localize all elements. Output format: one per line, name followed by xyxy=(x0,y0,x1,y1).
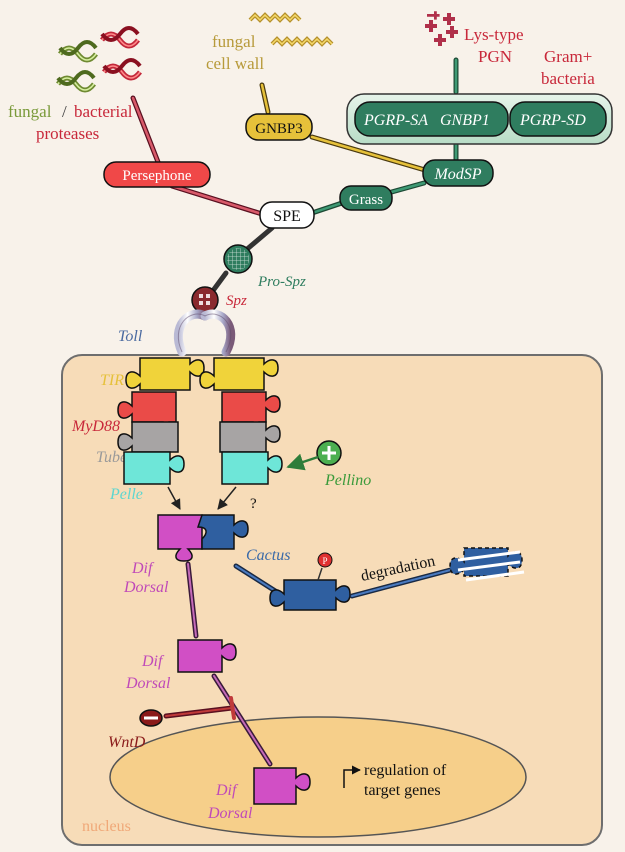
tir-right-piece xyxy=(199,357,279,391)
label-toll: Toll xyxy=(118,328,143,345)
label-pelle: Pelle xyxy=(109,486,143,503)
label-tube: Tube xyxy=(96,449,127,466)
connector-prospz-spz xyxy=(209,270,229,295)
label-gnbp3: GNBP3 xyxy=(255,121,303,137)
label-pro-spz: Pro-Spz xyxy=(257,274,306,290)
modsp-pill xyxy=(422,159,494,187)
label-nucleus: nucleus xyxy=(82,818,131,835)
label-dif-1: Dif xyxy=(131,560,155,577)
label-question: ? xyxy=(250,496,257,512)
tir-left-piece xyxy=(125,357,205,391)
cactus-complex-piece xyxy=(196,514,249,550)
label-spz: Spz xyxy=(226,293,247,309)
tube-left-piece xyxy=(117,421,179,453)
label-tir: TIR xyxy=(100,372,124,389)
label-spe: SPE xyxy=(273,208,301,225)
label-pgrp-sd: PGRP-SD xyxy=(519,112,586,129)
label-dif-2: Dif xyxy=(141,653,165,670)
pgrp-sd-pill xyxy=(509,101,607,137)
pgn-cross-icon xyxy=(425,11,458,46)
label-fungal-proteases-fungal: fungal xyxy=(8,102,52,121)
pgrp-sa-gnbp1-pill xyxy=(354,101,509,137)
dif-dorsal-complex-piece xyxy=(157,514,203,562)
arrow-pelle-right xyxy=(217,486,237,510)
pelle-left-piece xyxy=(123,451,185,485)
grass-pill xyxy=(339,185,393,211)
label-modsp: ModSP xyxy=(433,166,481,183)
label-fungal-cell-wall-line2: cell wall xyxy=(206,54,264,73)
label-gram-line2: bacteria xyxy=(541,69,595,88)
label-cactus: Cactus xyxy=(246,547,290,564)
label-regulation-line1: regulation of xyxy=(364,762,447,779)
label-myd88: MyD88 xyxy=(71,418,120,435)
label-fungal-proteases-slash: / xyxy=(62,102,67,121)
label-fungal-proteases-line2: proteases xyxy=(36,124,99,143)
persephone-pill xyxy=(103,161,211,188)
pellino-arrow xyxy=(286,453,319,471)
label-dorsal-3: Dorsal xyxy=(207,805,253,822)
gnbp3-pill xyxy=(245,113,313,141)
dif-dorsal-free-piece xyxy=(177,639,237,673)
spz-icon xyxy=(191,286,219,314)
connector-spe-prospz xyxy=(243,225,275,253)
phospho-icon xyxy=(317,552,333,568)
label-dif-3: Dif xyxy=(215,782,239,799)
label-gnbp1: GNBP1 xyxy=(440,112,490,129)
label-lys-type-line1: Lys-type xyxy=(464,25,524,44)
label-regulation-line2: target genes xyxy=(364,782,441,799)
dif-dorsal-nuclear-piece xyxy=(253,767,311,805)
cactus-degraded-piece xyxy=(449,547,525,582)
toll-receptor-icon xyxy=(173,309,236,357)
label-gram-line1: Gram+ xyxy=(544,47,592,66)
label-pgrp-sa: PGRP-SA xyxy=(363,112,428,129)
label-dorsal-2: Dorsal xyxy=(125,675,171,692)
label-pellino: Pellino xyxy=(324,472,371,489)
spe-pill xyxy=(259,201,315,229)
fungal-cell-wall-icon xyxy=(248,12,334,47)
label-grass: Grass xyxy=(349,192,383,208)
label-wntd: WntD xyxy=(108,734,146,751)
label-dorsal-1: Dorsal xyxy=(123,579,169,596)
tube-right-piece xyxy=(219,421,281,453)
cactus-phosphorylated-piece xyxy=(269,579,351,611)
protease-helix-icon xyxy=(56,26,142,93)
label-phospho: P xyxy=(322,556,327,566)
label-lys-type-line2: PGN xyxy=(478,47,512,66)
pelle-right-piece xyxy=(221,451,283,485)
arrow-pelle-left xyxy=(167,486,181,510)
label-fungal-proteases-bacterial: bacterial xyxy=(74,102,133,121)
label-persephone: Persephone xyxy=(122,168,191,184)
gene-promoter-arrow xyxy=(343,765,361,788)
label-fungal-cell-wall-line1: fungal xyxy=(212,32,256,51)
nucleus-shape xyxy=(109,716,527,838)
